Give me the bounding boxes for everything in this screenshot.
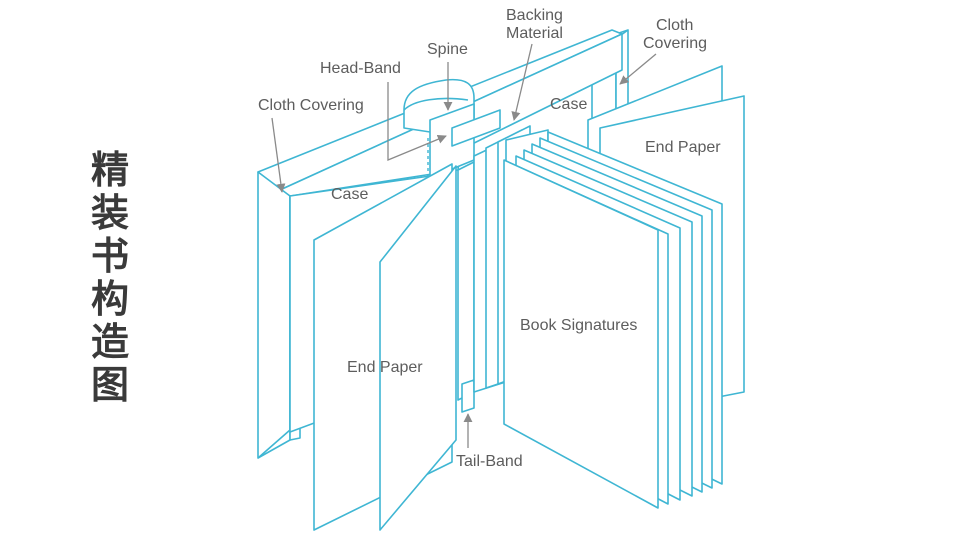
- label-cloth-covering-right-2: Covering: [643, 35, 707, 52]
- side-title-char: 精: [90, 147, 129, 192]
- side-title-char: 构: [90, 276, 129, 321]
- arrows: [271, 43, 657, 448]
- label-backing-material-1: Backing: [506, 7, 563, 24]
- side-title-char: 装: [90, 190, 129, 235]
- arrow-head-band: [387, 82, 447, 161]
- label-case-right: Case: [550, 96, 587, 113]
- side-title-char: 图: [90, 362, 129, 407]
- label-case-left: Case: [331, 186, 368, 203]
- left-end-paper: [313, 163, 457, 531]
- arrow-cloth-covering-right: [619, 53, 657, 85]
- side-title-char: 造: [90, 319, 129, 364]
- label-cloth-covering-right-1: Cloth: [656, 17, 693, 34]
- label-tail-band: Tail-Band: [456, 453, 523, 470]
- label-backing-material-2: Material: [506, 25, 563, 42]
- label-spine: Spine: [427, 41, 468, 58]
- arrow-cloth-covering-left: [271, 117, 286, 193]
- label-cloth-covering-left: Cloth Covering: [258, 97, 364, 114]
- side-title: 精 装 书 构 造 图: [84, 148, 136, 406]
- arrow-backing-material: [511, 43, 533, 121]
- spine-strip: [429, 103, 501, 179]
- book-signatures-block: [503, 131, 723, 509]
- label-end-paper-right: End Paper: [645, 139, 721, 156]
- label-book-signatures: Book Signatures: [520, 317, 637, 334]
- side-title-char: 书: [90, 233, 129, 278]
- label-end-paper-left: End Paper: [347, 359, 423, 376]
- label-head-band: Head-Band: [320, 60, 401, 77]
